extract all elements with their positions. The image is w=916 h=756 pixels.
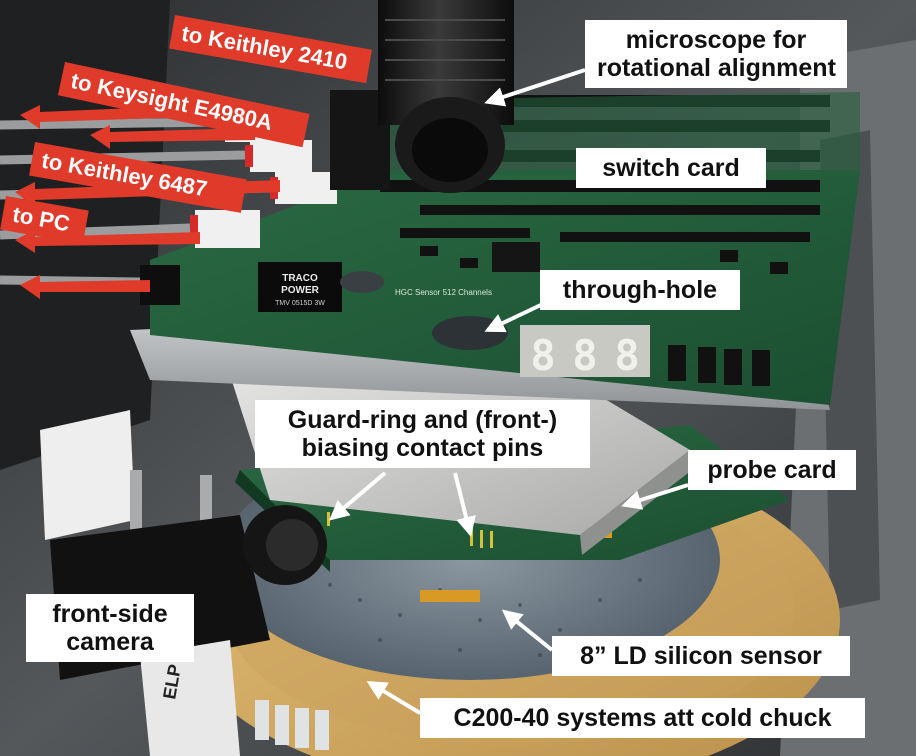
coolant-fittings <box>255 700 329 750</box>
label-chuck: C200-40 systems att cold chuck <box>420 698 865 738</box>
camera-post-1 <box>130 470 142 540</box>
annotation-arrows <box>328 68 689 715</box>
microscope-ridges <box>385 19 505 81</box>
sensor-pads <box>328 578 642 657</box>
arrow-guard-ring-right <box>453 472 476 537</box>
through-hole-opening <box>432 316 508 350</box>
traco-line1: TRACO <box>282 273 318 284</box>
display-digit-2: 8 <box>572 331 597 380</box>
main-chip <box>492 242 540 272</box>
arrow-microscope <box>484 68 586 107</box>
label-guard-ring-line2: biasing contact pins <box>301 434 544 462</box>
arrow-probe-card <box>621 483 689 510</box>
flex-cable-2 <box>420 590 480 602</box>
push-buttons <box>668 345 770 386</box>
label-front-camera: front-side camera <box>26 594 194 662</box>
label-sensor: 8” LD silicon sensor <box>552 636 850 676</box>
display-bezel <box>520 325 650 377</box>
arrow-through-hole <box>484 301 546 333</box>
display-digit-3: 8 <box>614 331 639 380</box>
board-title: HGC Sensor 512 Channels <box>395 288 492 297</box>
traco-line2: POWER <box>281 285 320 296</box>
label-through-hole: through-hole <box>540 270 740 310</box>
camera-bracket <box>40 410 135 540</box>
camera-lens-inner <box>266 519 318 571</box>
microscope-lens-inner <box>412 118 488 182</box>
label-guard-ring: Guard-ring and (front-) biasing contact … <box>255 400 590 468</box>
label-front-camera-line1: front-side <box>52 600 168 628</box>
arrow-sensor <box>501 609 554 652</box>
label-microscope-line2: rotational alignment <box>597 54 836 82</box>
label-probe-card: probe card <box>688 450 856 490</box>
label-microscope-line1: microscope for <box>625 26 807 54</box>
traco-module <box>258 262 342 312</box>
camera-sticker <box>140 640 240 756</box>
arrow-guard-ring-left <box>328 471 387 521</box>
mount-hole <box>340 271 384 293</box>
traco-line3: TMV 0515D 3W <box>275 300 325 307</box>
label-guard-ring-line1: Guard-ring and (front-) <box>287 406 558 434</box>
label-switch-card: switch card <box>576 148 766 188</box>
display-digit-1: 8 <box>530 331 555 380</box>
arrow-chuck <box>366 680 422 715</box>
label-microscope: microscope for rotational alignment <box>585 20 847 88</box>
contact-pins <box>327 512 493 548</box>
label-front-camera-line2: camera <box>66 628 154 656</box>
